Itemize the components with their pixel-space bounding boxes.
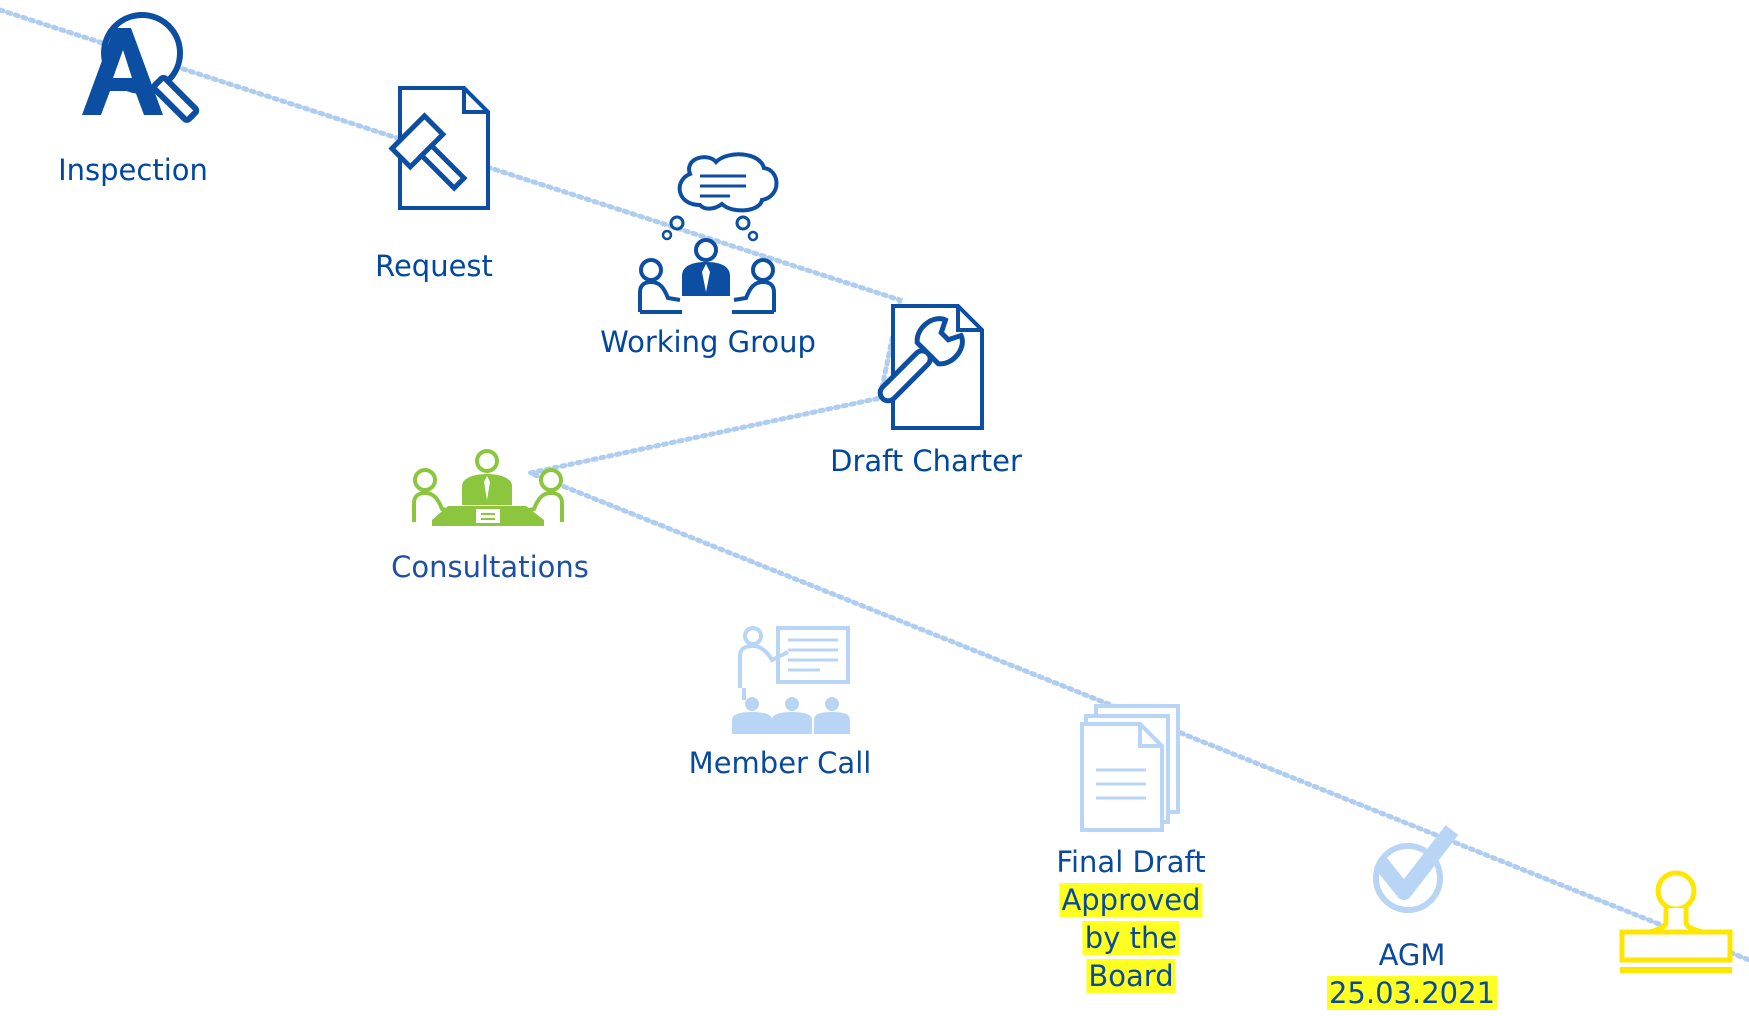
- agm-title: AGM: [1378, 938, 1446, 972]
- step-label-agm: AGM 25.03.2021: [1326, 936, 1498, 1012]
- step-label-draft-charter: Draft Charter: [830, 444, 1022, 478]
- step-label-request: Request: [375, 249, 493, 283]
- step-label-inspection: Inspection: [58, 153, 208, 187]
- final-draft-board-text: Board: [1086, 959, 1176, 993]
- presentation-audience-icon: [732, 626, 850, 734]
- document-wrench-icon: [877, 304, 984, 430]
- meeting-table-icon: [412, 449, 564, 526]
- group-thought-bubble-icon: [638, 152, 779, 314]
- stacked-documents-icon: [1080, 704, 1180, 832]
- final-draft-approved-line: Approved: [1056, 881, 1205, 919]
- step-label-final-draft: Final Draft Approved by the Board: [1056, 843, 1206, 995]
- process-connector-line: [0, 7, 1749, 963]
- final-draft-by-the-text: by the: [1082, 921, 1180, 955]
- document-gavel-icon: [388, 86, 490, 210]
- final-draft-title: Final Draft: [1056, 845, 1206, 879]
- agm-date-line: 25.03.2021: [1326, 974, 1498, 1012]
- final-draft-approved-text: Approved: [1059, 883, 1203, 917]
- step-label-working-group: Working Group: [600, 325, 816, 359]
- step-label-member-call: Member Call: [688, 746, 872, 780]
- stamp-icon: [1619, 870, 1733, 973]
- magnifier-letter-a-icon: [82, 12, 200, 123]
- agm-date-text: 25.03.2021: [1326, 976, 1498, 1010]
- step-label-consultations: Consultations: [391, 550, 589, 584]
- final-draft-by-the-line: by the: [1056, 919, 1205, 957]
- checkmark-icon: [1373, 825, 1459, 913]
- final-draft-board-line: Board: [1056, 957, 1205, 995]
